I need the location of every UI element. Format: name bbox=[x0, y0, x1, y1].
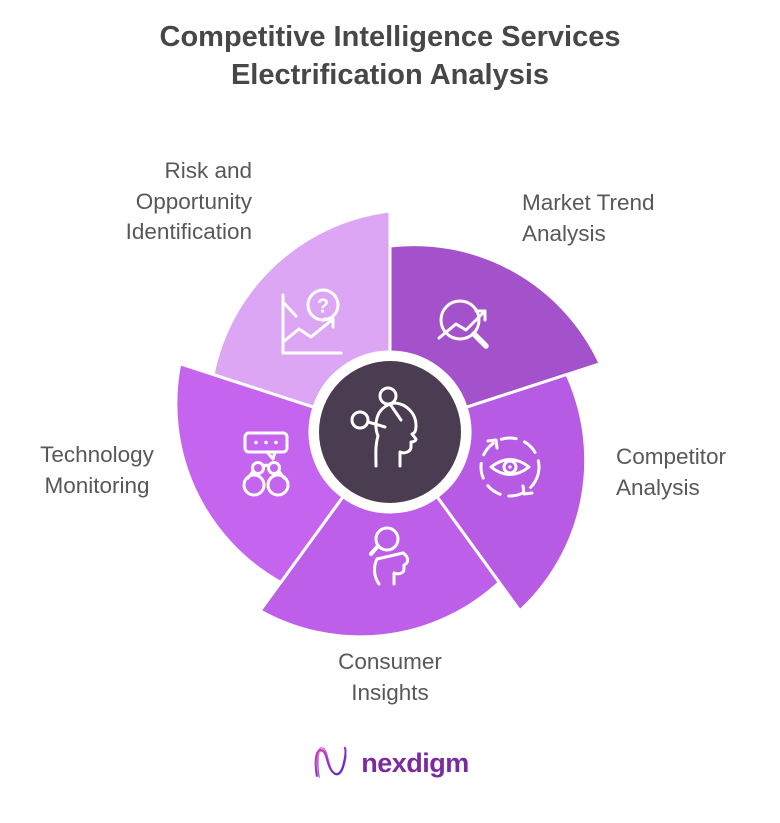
blade-competitor-analysis bbox=[435, 373, 588, 613]
label-risk-and-opportunity-identification: Risk and Opportunity Identification bbox=[125, 158, 252, 245]
label-consumer-insights: Consumer Insights bbox=[338, 649, 442, 705]
center-hub-circle bbox=[315, 357, 465, 507]
label-competitor-analysis: Competitor Analysis bbox=[616, 444, 727, 500]
blade-market-trend-analysis bbox=[388, 243, 602, 409]
label-market-trend-analysis: Market Trend Analysis bbox=[522, 190, 655, 246]
blade-risk-and-opportunity-identification bbox=[211, 209, 392, 409]
page-title-line2: Electrification Analysis bbox=[230, 59, 550, 92]
label-technology-monitoring: Technology Monitoring bbox=[40, 442, 154, 498]
page-title-line1: Competitive Intelligence Services bbox=[159, 21, 621, 53]
blade-consumer-insights bbox=[258, 495, 501, 639]
pinwheel-blades bbox=[174, 209, 602, 639]
nexdigm-n-icon bbox=[314, 746, 347, 778]
logo-text: nexdigm bbox=[361, 747, 469, 778]
brand-logo: nexdigm bbox=[0, 740, 780, 786]
page-title: Competitive Intelligence Services Electr… bbox=[0, 18, 780, 95]
